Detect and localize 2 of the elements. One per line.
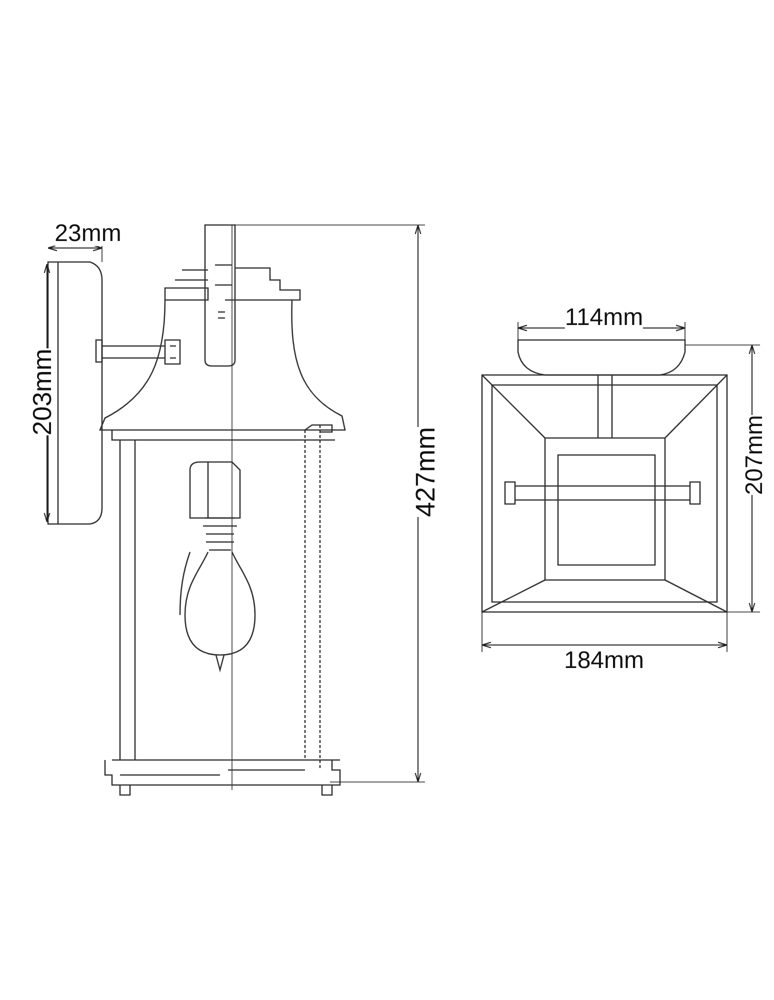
dimension-label: 114mm [564, 306, 644, 330]
dimension-label: 23mm [54, 222, 122, 246]
